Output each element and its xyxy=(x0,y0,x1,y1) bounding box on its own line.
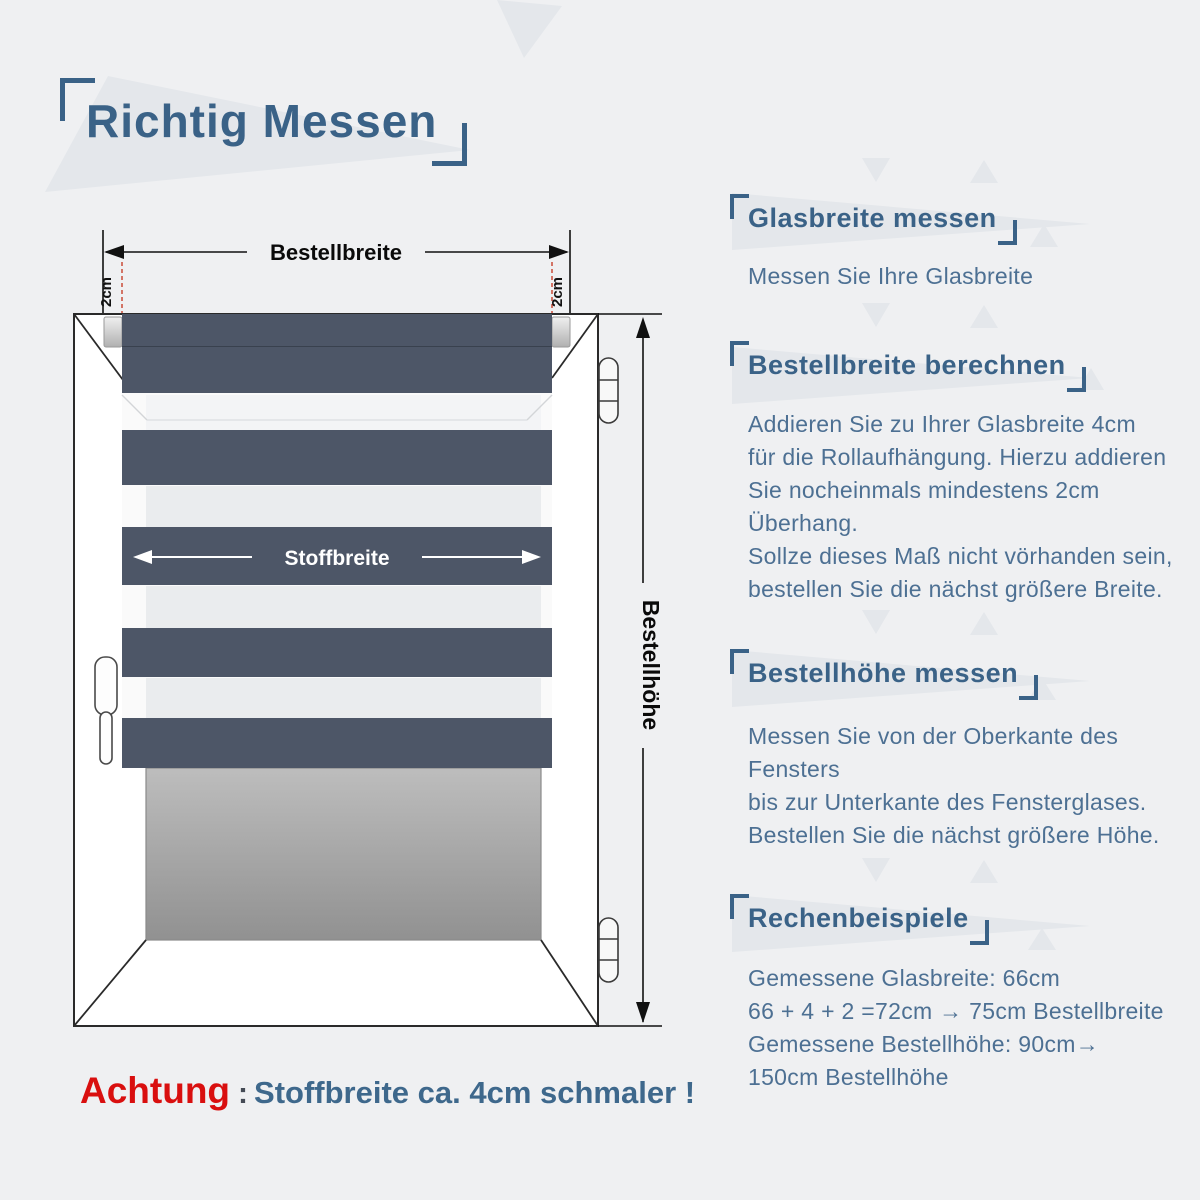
corner-bracket-icon xyxy=(730,649,749,674)
section-body-bestellhoehe: Messen Sie von der Oberkante des Fenster… xyxy=(748,720,1160,852)
window-handle xyxy=(94,656,118,765)
corner-bracket-icon xyxy=(730,894,749,919)
body-line: Messen Sie von der Oberkante des xyxy=(748,723,1119,749)
body-line: Sie nocheinmals mindestens 2cm xyxy=(748,477,1100,503)
corner-bracket-icon xyxy=(1019,675,1039,700)
section-body-glasbreite: Messen Sie Ihre Glasbreite xyxy=(748,260,1033,293)
section-heading-rechenbeispiele: Rechenbeispiele xyxy=(730,894,989,945)
arrowhead-up-icon xyxy=(636,317,650,338)
triangle-decor-title xyxy=(45,76,470,192)
section-heading-text: Bestellhöhe messen xyxy=(748,658,1019,688)
triangle-decor-small xyxy=(970,860,998,883)
warning-note: Achtung:Stoffbreite ca. 4cm schmaler ! xyxy=(80,1070,695,1112)
corner-bracket-icon xyxy=(997,220,1017,245)
hinge-icon xyxy=(598,917,619,983)
section-heading-bestellhoehe: Bestellhöhe messen xyxy=(730,649,1039,700)
window-glass xyxy=(145,767,542,941)
corner-bracket-icon xyxy=(730,194,749,219)
roller-blind xyxy=(121,314,553,768)
triangle-decor-h4 xyxy=(732,895,1090,952)
triangle-decor-small xyxy=(1028,928,1056,950)
section-heading-text: Bestellbreite berechnen xyxy=(748,350,1066,380)
body-line: Fensters xyxy=(748,756,840,782)
body-line: Bestellen Sie die nächst größere Höhe. xyxy=(748,822,1160,848)
order-width-label: Bestellbreite xyxy=(270,240,402,265)
roller-bracket-right xyxy=(551,316,571,348)
corner-bracket-icon xyxy=(60,78,95,121)
corner-bracket-icon xyxy=(969,920,989,945)
warning-text: Stoffbreite ca. 4cm schmaler ! xyxy=(254,1075,696,1110)
body-line: für die Rollaufhängung. Hierzu addieren xyxy=(748,444,1167,470)
triangle-decor-top xyxy=(497,0,562,58)
roller-bracket-left xyxy=(103,316,123,348)
triangle-decor-small xyxy=(970,612,998,635)
fabric-width-label: Stoffbreite xyxy=(285,547,390,570)
warning-separator: : xyxy=(238,1077,249,1110)
overhang-right-label: 2cm xyxy=(549,277,566,307)
section-heading-bestellbreite: Bestellbreite berechnen xyxy=(730,341,1086,392)
arrowhead-left-icon xyxy=(104,245,124,259)
arrowhead-left-icon xyxy=(133,550,152,564)
section-body-rechenbeispiele: Gemessene Glasbreite: 66cm 66 + 4 + 2 =7… xyxy=(748,962,1164,1094)
page-title: Richtig Messen xyxy=(60,78,468,166)
body-line: 66 + 4 + 2 =72cm → 75cm Bestellbreite xyxy=(748,998,1164,1024)
corner-bracket-icon xyxy=(1066,367,1086,392)
page-title-text: Richtig Messen xyxy=(86,95,438,147)
corner-bracket-icon xyxy=(730,341,749,366)
triangle-decor-small xyxy=(862,303,890,327)
triangle-decor-h3 xyxy=(732,650,1090,707)
section-heading-text: Rechenbeispiele xyxy=(748,903,969,933)
triangle-decor-small xyxy=(862,858,890,882)
triangle-decor-h1 xyxy=(732,193,1090,250)
triangle-decor-small xyxy=(862,158,890,182)
overhang-left-label: 2cm xyxy=(98,277,115,307)
body-line: Addieren Sie zu Ihrer Glasbreite 4cm xyxy=(748,411,1136,437)
triangle-decor-small xyxy=(1030,224,1058,247)
frame-miter-lines xyxy=(73,313,599,1027)
arrowhead-down-icon xyxy=(636,1002,650,1023)
section-heading-glasbreite: Glasbreite messen xyxy=(730,194,1017,245)
order-height-measure xyxy=(598,313,662,1027)
body-line: Gemessene Bestellhöhe: 90cm→ xyxy=(748,1031,1100,1057)
order-height-label: Bestellhöhe xyxy=(638,600,664,730)
arrowhead-right-icon xyxy=(549,245,569,259)
hinge-icon xyxy=(598,357,619,424)
triangle-decor-small xyxy=(970,305,998,328)
body-line: Überhang. xyxy=(748,510,859,536)
body-line: Sollze dieses Maß nicht vörhanden sein, xyxy=(748,543,1173,569)
corner-bracket-icon xyxy=(432,123,468,166)
arrowhead-right-icon xyxy=(522,550,541,564)
warning-label: Achtung xyxy=(80,1070,231,1111)
triangle-decor-small xyxy=(862,610,890,634)
triangle-decor-h2 xyxy=(732,347,1090,404)
body-line: Gemessene Glasbreite: 66cm xyxy=(748,965,1061,991)
measuring-diagram: Bestellbreite 2cm 2cm xyxy=(73,230,664,1027)
section-body-bestellbreite: Addieren Sie zu Ihrer Glasbreite 4cm für… xyxy=(748,408,1173,606)
body-line: 150cm Bestellhöhe xyxy=(748,1064,949,1090)
triangle-decor-small xyxy=(970,160,998,183)
order-width-measure xyxy=(102,230,571,314)
body-line: Messen Sie Ihre Glasbreite xyxy=(748,263,1034,289)
section-heading-text: Glasbreite messen xyxy=(748,203,997,233)
body-line: bestellen Sie die nächst größere Breite. xyxy=(748,576,1163,602)
body-line: bis zur Unterkante des Fensterglases. xyxy=(748,789,1147,815)
